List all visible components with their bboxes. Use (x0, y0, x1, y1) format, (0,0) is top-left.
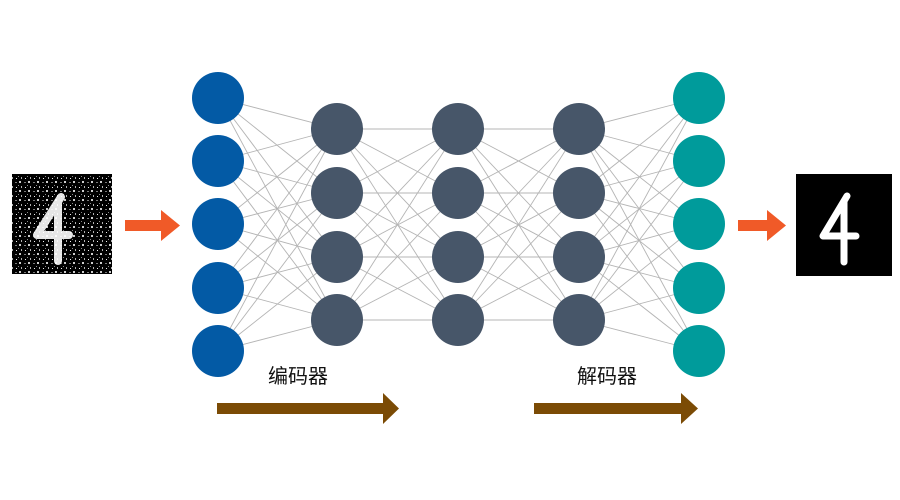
connection-3-3-1 (578, 160, 700, 321)
neuron-layer-1-2 (192, 135, 244, 187)
connection-2-3-1 (457, 192, 580, 321)
decoder-arrow-shaft (534, 403, 681, 414)
connection-3-2-0 (578, 97, 700, 258)
encoder-arrow-shaft (217, 403, 383, 414)
output-arrow (738, 210, 786, 241)
encoder-arrow-head (383, 393, 399, 424)
output-image (796, 174, 892, 276)
neuron-layer-2-4 (311, 294, 363, 346)
neuron-layer-2-2 (311, 167, 363, 219)
neuron-layer-4-1 (553, 103, 605, 155)
neuron-layer-4-2 (553, 167, 605, 219)
neuron-layer-2-3 (311, 231, 363, 283)
neuron-layer-2-1 (311, 103, 363, 155)
neuron-layer-3-2 (432, 167, 484, 219)
neuron-layer-5-4 (673, 262, 725, 314)
neuron-layer-4-3 (553, 231, 605, 283)
input-arrow-shaft (125, 220, 161, 231)
network-neurons (192, 72, 725, 377)
neuron-layer-3-4 (432, 294, 484, 346)
input-arrow (125, 210, 180, 241)
neuron-layer-5-1 (673, 72, 725, 124)
input-arrow-head (161, 210, 180, 241)
clean-digit-four (819, 192, 860, 266)
decoder-label: 解码器 (577, 364, 637, 388)
neuron-layer-3-1 (432, 103, 484, 155)
decoder-arrow (534, 393, 698, 424)
decoder-arrow-head (681, 393, 698, 424)
connection-2-2-0 (457, 128, 580, 258)
neuron-layer-4-4 (553, 294, 605, 346)
connection-3-3-0 (578, 97, 700, 321)
connection-0-3-0 (217, 128, 338, 289)
connection-1-3-0 (336, 128, 459, 321)
neuron-layer-1-1 (192, 72, 244, 124)
neuron-layer-5-2 (673, 135, 725, 187)
neuron-layer-5-5 (673, 325, 725, 377)
neuron-layer-1-5 (192, 325, 244, 377)
connection-1-3-1 (336, 192, 459, 321)
output-arrow-shaft (738, 220, 767, 231)
connection-0-4-0 (217, 128, 338, 352)
connection-0-0-2 (217, 97, 338, 258)
neuron-layer-1-4 (192, 262, 244, 314)
input-image (12, 174, 112, 274)
noisy-digit-four (33, 193, 73, 265)
encoder-label: 编码器 (268, 364, 328, 388)
neuron-layer-5-3 (673, 198, 725, 250)
output-arrow-head (767, 210, 786, 241)
connection-2-3-0 (457, 128, 580, 321)
neuron-layer-1-3 (192, 198, 244, 250)
neuron-layer-3-3 (432, 231, 484, 283)
encoder-arrow (217, 393, 399, 424)
connection-0-4-1 (217, 192, 338, 352)
connection-1-2-0 (336, 128, 459, 258)
